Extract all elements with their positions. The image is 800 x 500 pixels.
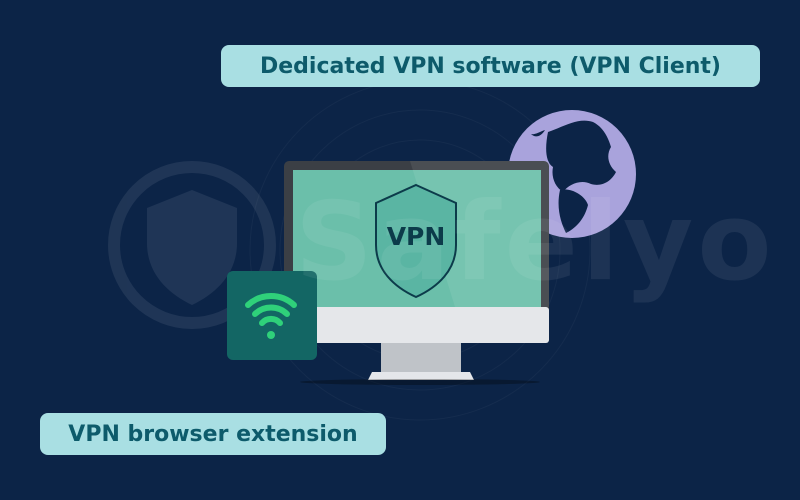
vpn-extension-label: VPN browser extension bbox=[40, 413, 386, 455]
wifi-extension-icon bbox=[227, 271, 317, 360]
watermark-logo-icon bbox=[108, 161, 276, 329]
shield-label: VPN bbox=[386, 222, 446, 251]
vpn-shield-icon bbox=[375, 183, 457, 299]
vpn-client-label: Dedicated VPN software (VPN Client) bbox=[221, 45, 760, 87]
watermark-text: Safelyo bbox=[295, 180, 776, 305]
